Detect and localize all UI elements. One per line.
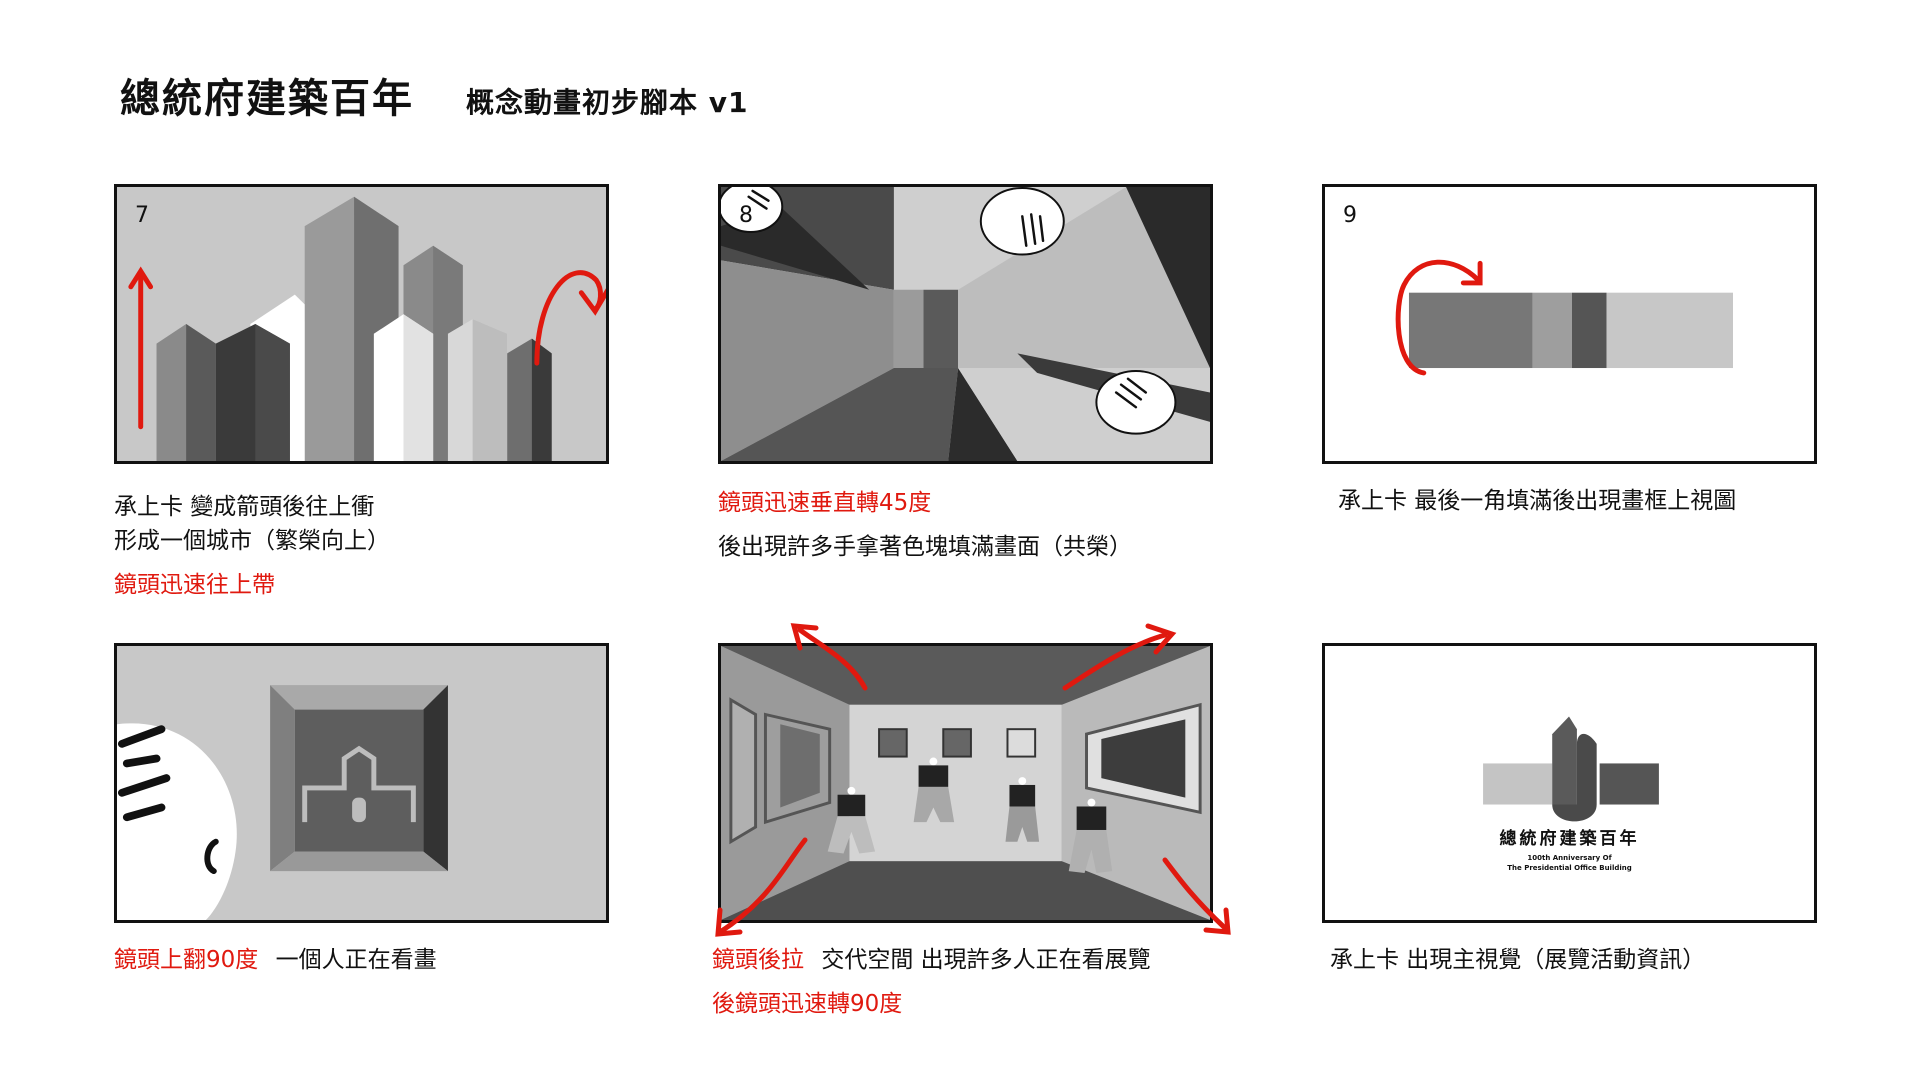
color-bar-illustration bbox=[1325, 187, 1814, 461]
pullback-arrows bbox=[715, 623, 1231, 937]
visitor-figure bbox=[1005, 777, 1040, 842]
logo-subtitle-2: The Presidential Office Building bbox=[1507, 864, 1632, 872]
visitor-figure bbox=[913, 757, 955, 823]
caption-line: 交代空間 出現許多人正在看展覽 bbox=[821, 947, 1151, 973]
hand-icon bbox=[721, 187, 784, 233]
hand-icon bbox=[979, 187, 1065, 256]
caption-line: 承上卡 最後一角填滿後出現畫框上視圖 bbox=[1338, 488, 1737, 514]
logo-illustration bbox=[1325, 646, 1814, 920]
arrow-icon bbox=[1162, 857, 1231, 935]
caption-line: 一個人正在看畫 bbox=[275, 947, 437, 973]
storyboard-frame-10 bbox=[114, 643, 609, 923]
storyboard-frame-9: 9 bbox=[1322, 184, 1817, 464]
building-outline-icon bbox=[302, 745, 416, 823]
visitor-figure bbox=[1068, 798, 1113, 874]
camera-direction: 鏡頭迅速往上帶 bbox=[114, 572, 275, 598]
corridor-hands-illustration bbox=[721, 187, 1210, 461]
logo-subtitle-1: 100th Anniversary Of bbox=[1527, 854, 1612, 862]
header: 總統府建築百年 概念動畫初步腳本 v1 bbox=[120, 66, 748, 124]
curved-arrow-icon bbox=[534, 270, 606, 366]
frame-7-caption: 承上卡 變成箭頭後往上衝 形成一個城市（繁榮向上） 鏡頭迅速往上帶 bbox=[114, 490, 390, 602]
hand-icon bbox=[1095, 369, 1177, 435]
page-title: 總統府建築百年 bbox=[120, 76, 414, 122]
frame-number: 8 bbox=[739, 203, 753, 228]
logo-mark-icon bbox=[1483, 716, 1659, 822]
caption-line: 形成一個城市（繁榮向上） bbox=[114, 528, 390, 554]
rotate-arrow-icon bbox=[1395, 259, 1483, 376]
camera-direction: 後鏡頭迅速轉90度 bbox=[712, 991, 903, 1017]
visitor-figure bbox=[827, 786, 876, 854]
page-subtitle: 概念動畫初步腳本 v1 bbox=[466, 86, 749, 119]
frame-9-caption: 承上卡 最後一角填滿後出現畫框上視圖 bbox=[1338, 484, 1736, 518]
frame-11-caption: 鏡頭後拉 交代空間 出現許多人正在看展覽 後鏡頭迅速轉90度 bbox=[712, 943, 1151, 1021]
frame-number: 7 bbox=[135, 203, 149, 228]
frame-12-caption: 承上卡 出現主視覺（展覽活動資訊） bbox=[1330, 943, 1705, 977]
eye-character-icon bbox=[117, 723, 237, 920]
camera-direction: 鏡頭後拉 bbox=[712, 947, 804, 973]
frame-8-caption: 鏡頭迅速垂直轉45度 後出現許多手拿著色塊填滿畫面（共榮） bbox=[718, 486, 1132, 564]
arrow-icon bbox=[715, 837, 808, 937]
storyboard-frame-7: 7 bbox=[114, 184, 609, 464]
camera-direction: 鏡頭迅速垂直轉45度 bbox=[718, 490, 932, 516]
logo-title: 總統府建築百年 bbox=[1499, 829, 1640, 849]
camera-direction: 鏡頭上翻90度 bbox=[114, 947, 259, 973]
frame-number: 9 bbox=[1343, 203, 1357, 228]
caption-line: 承上卡 出現主視覺（展覽活動資訊） bbox=[1330, 947, 1706, 973]
caption-line: 承上卡 變成箭頭後往上衝 bbox=[114, 494, 375, 520]
storyboard-frame-8: 8 bbox=[718, 184, 1213, 464]
storyboard-frame-12: 總統府建築百年 100th Anniversary Of The Preside… bbox=[1322, 643, 1817, 923]
up-arrow-icon bbox=[128, 266, 154, 430]
city-illustration bbox=[117, 187, 606, 461]
frame-10-caption: 鏡頭上翻90度 一個人正在看畫 bbox=[114, 943, 437, 977]
arrow-icon bbox=[790, 623, 868, 691]
arrow-icon bbox=[1062, 623, 1177, 691]
framed-painting-illustration bbox=[117, 646, 606, 920]
caption-line: 後出現許多手拿著色塊填滿畫面（共榮） bbox=[718, 534, 1132, 560]
